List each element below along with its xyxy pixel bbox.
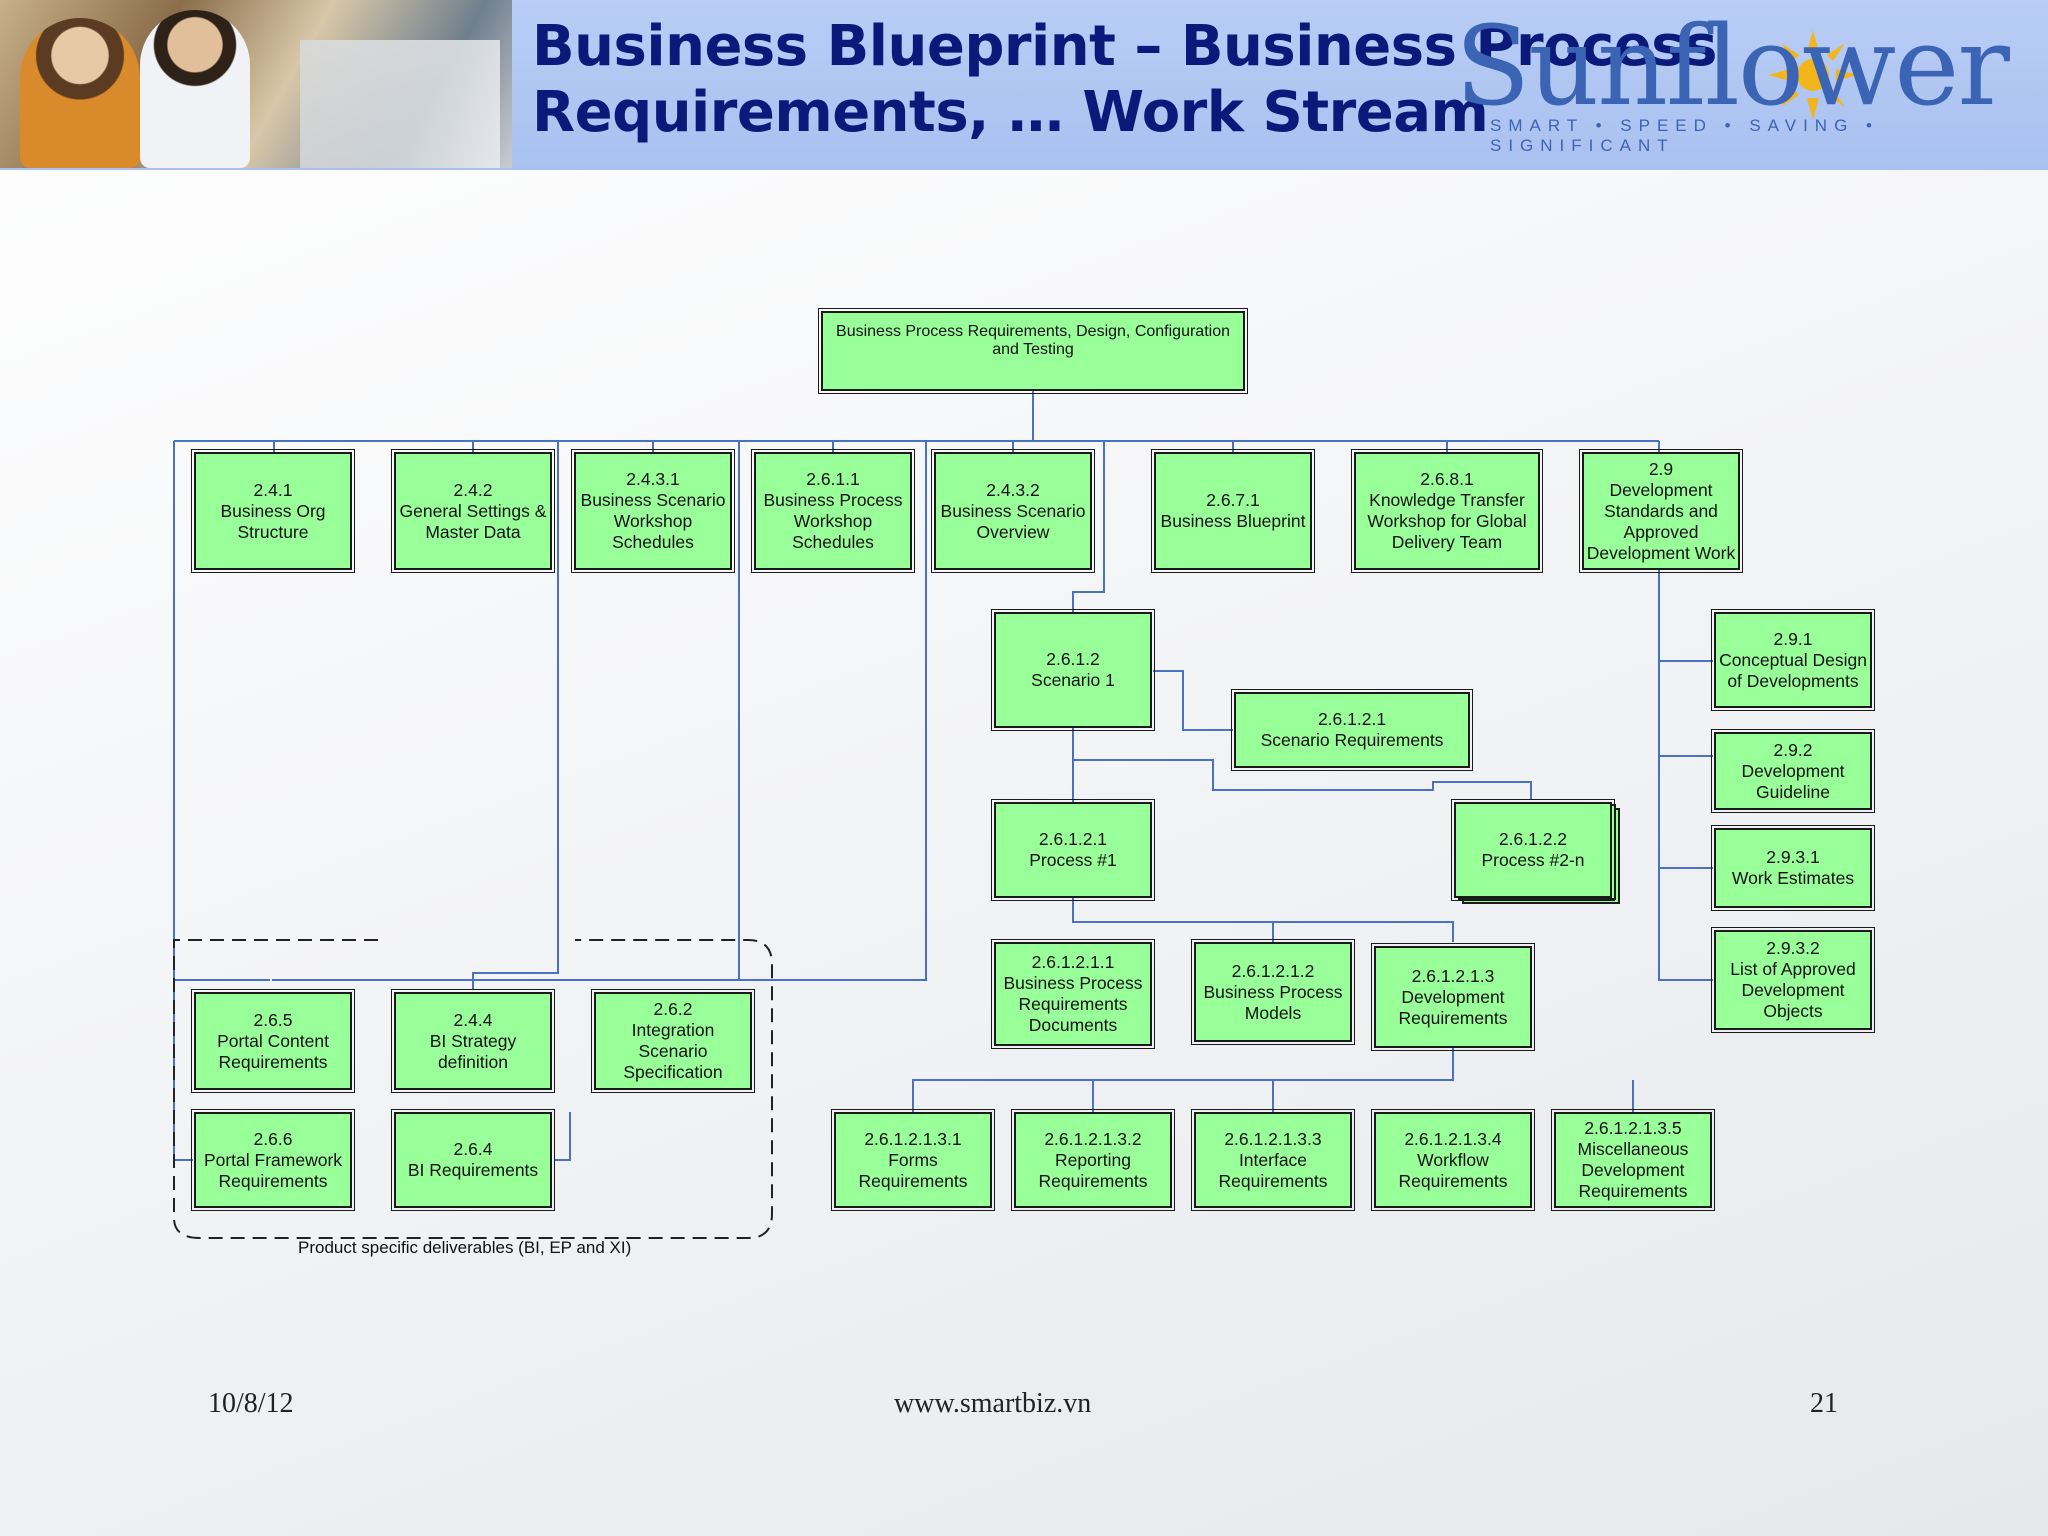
logo-tagline: SMART • SPEED • SAVING • SIGNIFICANT xyxy=(1490,116,1879,155)
title-line-1: Business Blueprint – Business Process xyxy=(532,14,1717,79)
root-node: Business Process Requirements, Design, C… xyxy=(818,308,1248,394)
person-figure xyxy=(20,18,140,168)
connector xyxy=(472,441,559,990)
node-2-4-1: 2.4.1 Business Org Structure xyxy=(191,449,355,573)
group-caption: Product specific deliverables (BI, EP an… xyxy=(298,1238,632,1257)
node-2-6-1-2-1-3-5: 2.6.1.2.1.3.5 Miscellaneous Development … xyxy=(1551,1109,1715,1211)
node-2-9-1: 2.9.1 Conceptual Design of Developments xyxy=(1711,609,1875,711)
connector xyxy=(1072,760,1454,942)
node-2-4-2: 2.4.2 General Settings & Master Data xyxy=(391,449,555,573)
node-2-6-1-2-1-3-1: 2.6.1.2.1.3.1 Forms Requirements xyxy=(831,1109,995,1211)
node-2-6-1-2: 2.6.1.2 Scenario 1 xyxy=(991,609,1155,731)
slide-title: Business Blueprint – Business Process Re… xyxy=(532,14,1732,146)
node-2-9-3-2: 2.9.3.2 List of Approved Development Obj… xyxy=(1711,927,1875,1033)
connector xyxy=(173,980,193,1161)
node-2-6-1-2-1-3-2: 2.6.1.2.1.3.2 Reporting Requirements xyxy=(1011,1109,1175,1211)
node-2-6-1-2-1-3: 2.6.1.2.1.3 Development Requirements xyxy=(1371,943,1535,1051)
node-2-6-6: 2.6.6 Portal Framework Requirements xyxy=(191,1109,355,1211)
sun-icon xyxy=(1768,30,1858,120)
node-2-6-1-2-1-scenario: 2.6.1.2.1 Scenario Requirements xyxy=(1231,689,1473,771)
group-boundary xyxy=(173,939,773,1239)
connector xyxy=(555,1112,571,1161)
node-2-6-4: 2.6.4 BI Requirements xyxy=(391,1109,555,1211)
header-photo xyxy=(0,0,512,168)
header-band: Business Blueprint – Business Process Re… xyxy=(0,0,2048,170)
node-2-6-1-2-1-2: 2.6.1.2.1.2 Business Process Models xyxy=(1191,939,1355,1045)
connector xyxy=(174,391,1660,453)
office-background xyxy=(300,40,500,168)
footer-website: www.smartbiz.vn xyxy=(894,1388,1092,1419)
connector xyxy=(1658,567,1713,981)
node-2-6-2: 2.6.2 Integration Scenario Specification xyxy=(591,989,755,1093)
node-2-6-5: 2.6.5 Portal Content Requirements xyxy=(191,989,355,1093)
page-number: 21 xyxy=(1810,1388,1838,1419)
node-2-4-3-2: 2.4.3.2 Business Scenario Overview xyxy=(931,449,1095,573)
node-2-4-3-1: 2.4.3.1 Business Scenario Workshop Sched… xyxy=(571,449,735,573)
connector xyxy=(912,1047,1634,1112)
title-line-2: Requirements, … Work Stream xyxy=(532,80,1489,145)
person-figure xyxy=(140,10,250,168)
node-2-6-1-2-1-1: 2.6.1.2.1.1 Business Process Requirement… xyxy=(991,939,1155,1049)
node-2-6-1-2-2: 2.6.1.2.2 Process #2-n xyxy=(1451,799,1615,901)
node-2-6-1-2-1-3-3: 2.6.1.2.1.3.3 Interface Requirements xyxy=(1191,1109,1355,1211)
connector xyxy=(738,441,927,981)
connector xyxy=(1072,728,1532,800)
footer-date: 10/8/12 xyxy=(208,1388,294,1419)
node-2-4-4: 2.4.4 BI Strategy definition xyxy=(391,989,555,1093)
node-2-9: 2.9 Development Standards and Approved D… xyxy=(1579,449,1743,573)
connector xyxy=(1153,670,1233,731)
node-2-6-7-1: 2.6.7.1 Business Blueprint xyxy=(1151,449,1315,573)
logo-wordmark: Sunflower xyxy=(1454,2,2010,130)
node-2-6-1-1: 2.6.1.1 Business Process Workshop Schedu… xyxy=(751,449,915,573)
node-2-6-1-2-1-3-4: 2.6.1.2.1.3.4 Workflow Requirements xyxy=(1371,1109,1535,1211)
node-2-6-1-2-1-process: 2.6.1.2.1 Process #1 xyxy=(991,799,1155,901)
node-2-9-3-1: 2.9.3.1 Work Estimates xyxy=(1711,825,1875,911)
sunflower-logo: Sunflower SMART • SPEED • SAVING • SIGNI… xyxy=(1455,4,2030,155)
node-2-9-2: 2.9.2 Development Guideline xyxy=(1711,729,1875,813)
node-2-6-8-1: 2.6.8.1 Knowledge Transfer Workshop for … xyxy=(1351,449,1543,573)
